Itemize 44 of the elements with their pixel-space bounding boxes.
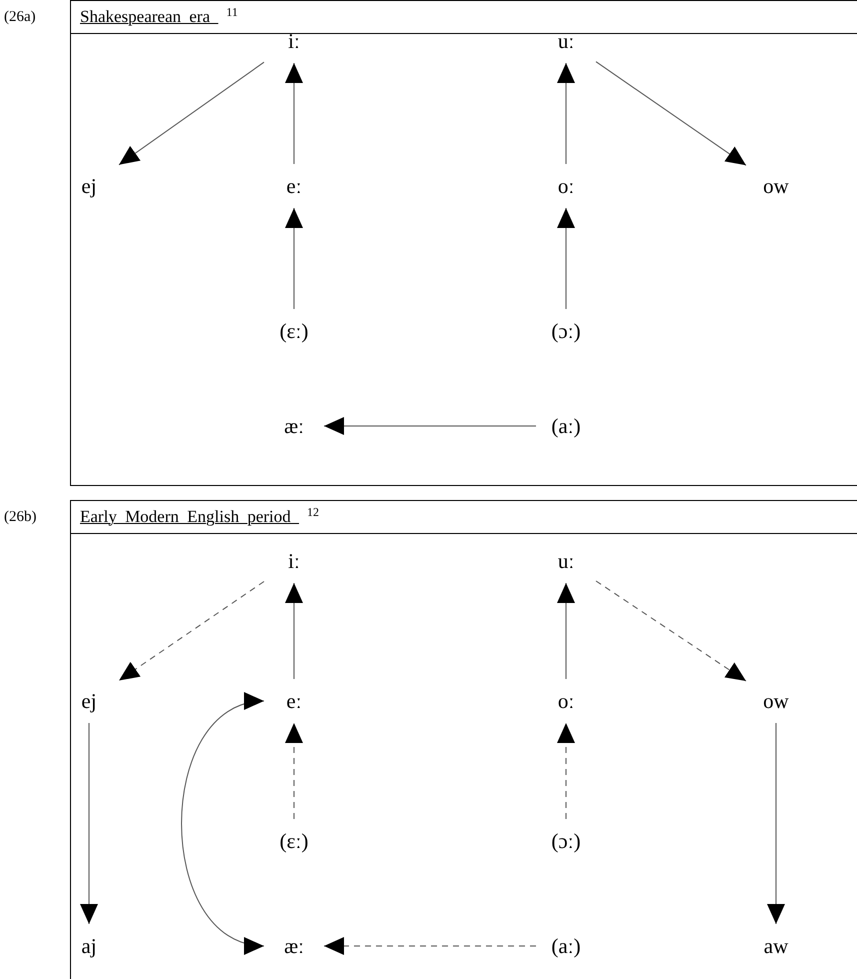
phoneme-label: eː [286,176,302,196]
phoneme-label: uː [558,30,574,52]
arrow [285,722,303,820]
phoneme-label: (ɔː) [551,320,581,342]
arrow [596,580,746,682]
example-number: (26b) [4,510,36,525]
arrow [285,208,303,310]
arrow [557,722,575,820]
phoneme-label: oː [558,176,574,196]
panel-box [70,0,857,486]
arrow [324,937,536,955]
phoneme-label: aj [81,936,97,956]
arrow [285,62,303,164]
phoneme-label: eː [286,690,302,712]
phoneme-label: aw [764,936,788,956]
arrow [767,722,785,924]
phoneme-label: iː [288,550,300,572]
phoneme-label: (aː) [551,416,581,436]
phoneme-label: (aː) [551,936,581,956]
phoneme-label: ow [763,690,789,712]
panel-box [70,500,857,979]
arrow [557,582,575,680]
panel-heading: Shakespearean era $^{11}$ [80,4,238,28]
arrow [557,208,575,310]
phoneme-label: (ɛː) [280,320,308,342]
arrow [118,581,264,681]
phoneme-label: æː [284,416,304,436]
arrow [557,62,575,164]
arrow [118,62,264,166]
panel-heading: Early Modern English period $^{12}$ [80,504,320,528]
phoneme-label: æː [284,936,304,956]
arrow [596,61,746,166]
example-number: (26a) [4,10,36,25]
arrow [285,582,303,680]
phoneme-label: (ɔː) [551,830,581,852]
phoneme-label: ej [81,690,97,712]
phoneme-label: ej [81,176,97,196]
arrow [80,722,98,924]
phoneme-label: (ɛː) [280,830,308,852]
phoneme-label: oː [558,690,574,712]
phoneme-label: ow [763,176,789,196]
arrow [324,417,536,435]
phoneme-label: uː [558,550,574,572]
phoneme-label: iː [288,30,300,52]
